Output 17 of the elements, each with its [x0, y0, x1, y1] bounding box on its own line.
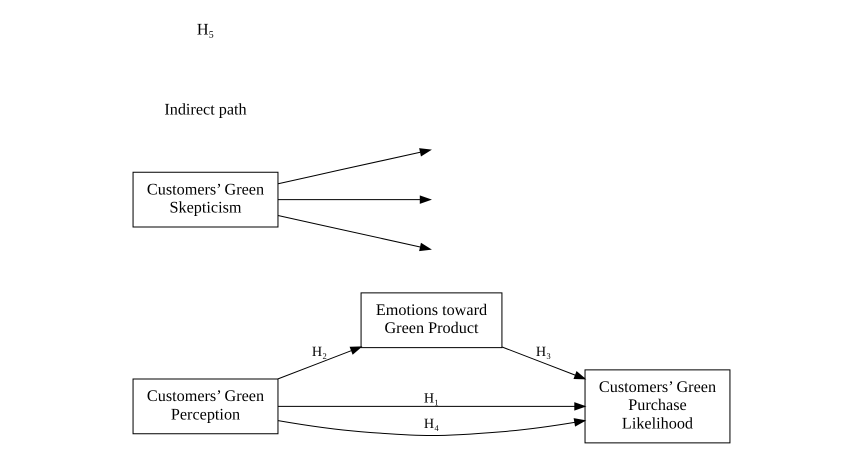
- node-box: Emotions toward Green Product: [360, 292, 502, 348]
- arrow: [278, 195, 432, 204]
- arrow: [277, 214, 432, 252]
- node-box: Customers’ Green Purchase Likelihood: [584, 369, 730, 444]
- edge-label: H₂: [311, 344, 327, 360]
- arrow: [278, 402, 586, 411]
- arrow: [278, 148, 432, 184]
- node-box: Customers’ Green Perception: [132, 378, 278, 434]
- arrow: [278, 418, 586, 436]
- label: Indirect path: [164, 100, 246, 118]
- edge-label: H₄: [423, 416, 439, 432]
- arrow: [501, 346, 586, 380]
- edge-label: H₃: [535, 344, 551, 360]
- node-box: Customers’ Green Skepticism: [132, 172, 278, 228]
- edge-label: H₁: [423, 390, 439, 407]
- label: H₅: [196, 20, 214, 38]
- arrow: [277, 346, 362, 380]
